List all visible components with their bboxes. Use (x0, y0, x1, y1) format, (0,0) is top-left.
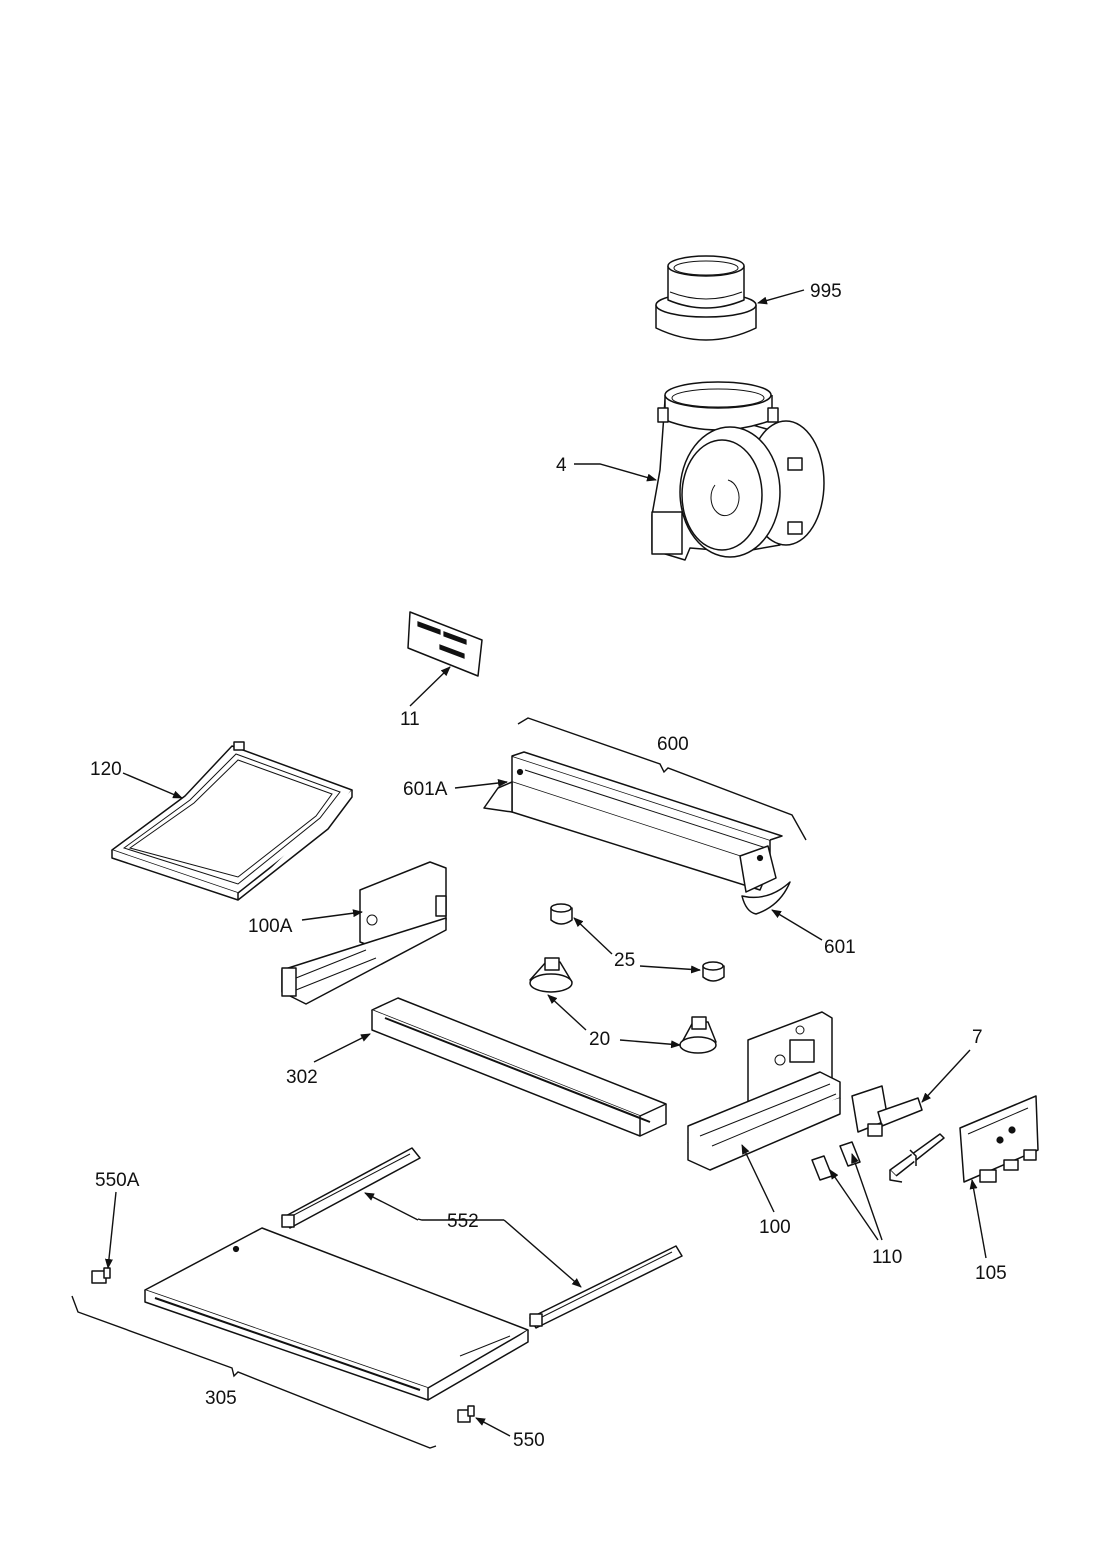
label-100A: 100A (248, 916, 293, 937)
label-550: 550 (513, 1430, 545, 1451)
part-305-visor-panel (144, 1227, 529, 1401)
bracket-305 (71, 1295, 437, 1449)
part-4-blower-motor (651, 381, 825, 561)
part-550A-clip (91, 1267, 111, 1284)
part-100A-bracket (281, 861, 447, 1005)
part-7-switch-board (851, 1085, 945, 1183)
label-601A: 601A (403, 779, 448, 800)
label-552: 552 (447, 1211, 479, 1232)
part-120-filter-frame (111, 741, 353, 901)
label-550A: 550A (95, 1170, 140, 1191)
bracket-552 (417, 1218, 504, 1221)
part-25-lamp-holders (550, 903, 725, 982)
label-120: 120 (90, 759, 122, 780)
label-100: 100 (759, 1217, 791, 1238)
bracket-600 (517, 717, 807, 841)
part-550-clip (457, 1405, 475, 1423)
label-7: 7 (972, 1027, 983, 1048)
leader-lines (104, 289, 987, 1437)
part-552-slide-rails (281, 1147, 683, 1329)
part-302-trim-bar (371, 997, 667, 1137)
label-305: 305 (205, 1388, 237, 1409)
part-100-control-housing (687, 1011, 841, 1171)
label-995: 995 (810, 281, 842, 302)
label-600: 600 (657, 734, 689, 755)
part-995-duct-adaptor (655, 255, 757, 341)
part-110-fuses (811, 1141, 861, 1181)
label-20: 20 (589, 1029, 610, 1050)
part-600-lamp-housing (483, 751, 791, 915)
label-302: 302 (286, 1067, 318, 1088)
part-105-main-pcb (959, 1095, 1039, 1183)
label-4: 4 (556, 455, 567, 476)
label-110: 110 (872, 1247, 902, 1268)
label-105: 105 (975, 1263, 1007, 1284)
label-11: 11 (400, 709, 420, 730)
part-11-pcb (407, 611, 483, 677)
part-20-halogen-lamps (529, 957, 717, 1054)
label-601: 601 (824, 937, 856, 958)
label-25: 25 (614, 950, 635, 971)
